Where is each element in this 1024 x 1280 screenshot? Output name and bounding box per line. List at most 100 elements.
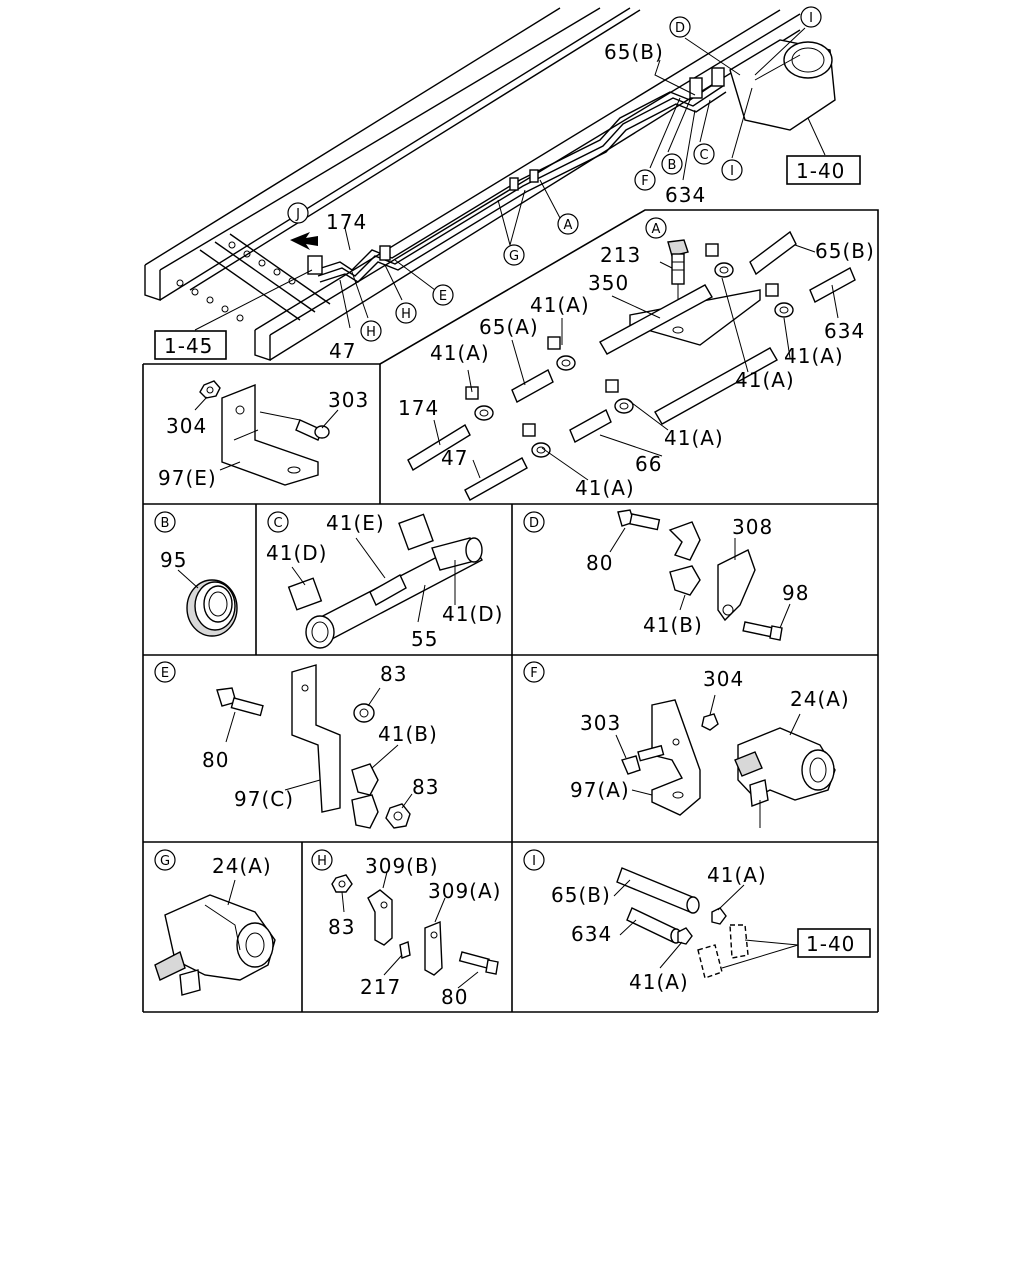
ref-box-1-40: 1-40 — [786, 155, 861, 185]
clamp-41b-drawing — [668, 521, 701, 596]
label-80: 80 — [441, 985, 468, 1009]
bracket-97c-drawing — [291, 664, 341, 813]
label-41b: 41(B) — [643, 613, 703, 637]
callout-E: E — [432, 284, 454, 306]
label-309b: 309(B) — [365, 854, 439, 878]
label-217: 217 — [360, 975, 401, 999]
canister-ports-drawing — [697, 924, 749, 979]
panel-grid — [142, 209, 879, 1013]
detail-panel-F: F 304 24(A) 303 97(A) — [523, 661, 850, 828]
clip-309b-drawing — [367, 889, 393, 946]
callout-H-left: H — [360, 320, 382, 342]
panel-letter-E: E — [154, 661, 176, 683]
detail-panel-H: H 309(B) 309(A) 83 217 80 — [311, 849, 501, 1009]
nut-304-drawing — [701, 713, 719, 731]
label-350: 350 — [588, 271, 629, 295]
svg-text:F: F — [530, 666, 537, 681]
svg-text:H: H — [401, 307, 411, 322]
detail-panel-B: B 95 — [154, 511, 238, 637]
label-174: 174 — [326, 210, 367, 234]
callout-H-right: H — [395, 302, 417, 324]
svg-text:I: I — [809, 11, 813, 26]
detail-panel-E: E 83 41(B) 80 83 97(C) — [154, 661, 438, 829]
label-41d: 41(D) — [266, 541, 327, 565]
label-97e: 97(E) — [158, 466, 217, 490]
svg-text:D: D — [675, 21, 685, 36]
callout-A: A — [557, 213, 579, 235]
detail-panel-bracket-97e: 304 303 97(E) — [158, 380, 368, 490]
callout-C: C — [693, 143, 715, 165]
svg-text:F: F — [641, 174, 648, 189]
callout-B: B — [661, 153, 683, 175]
svg-text:E: E — [439, 289, 447, 304]
pin-217-drawing — [399, 941, 411, 959]
bracket-350-drawing — [629, 289, 761, 346]
callout-G: G — [503, 244, 525, 266]
label-83: 83 — [328, 915, 355, 939]
svg-text:1-45: 1-45 — [164, 334, 213, 358]
svg-text:E: E — [161, 666, 169, 681]
clip-309a-drawing — [424, 920, 443, 976]
svg-text:1-40: 1-40 — [796, 159, 845, 183]
label-66: 66 — [635, 452, 662, 476]
pipe-634-drawing — [626, 907, 682, 944]
panel-letter-I: I — [523, 849, 545, 871]
canister-drawing — [729, 39, 836, 131]
bolt-303-drawing — [621, 744, 665, 775]
detail-panel-D: D 308 80 98 41(B) — [523, 509, 809, 641]
bolt-98-drawing — [742, 621, 783, 641]
label-41a: 41(A) — [629, 970, 689, 994]
svg-text:1-40: 1-40 — [806, 932, 855, 956]
label-41a: 41(A) — [575, 476, 635, 500]
nut-304-drawing — [199, 380, 221, 399]
view-arrow-icon — [290, 232, 318, 250]
label-41b: 41(B) — [378, 722, 438, 746]
svg-text:G: G — [509, 249, 519, 264]
label-41a: 41(A) — [430, 341, 490, 365]
nut-83-drawing — [331, 874, 353, 893]
label-24a: 24(A) — [790, 687, 850, 711]
bracket-97a-drawing — [651, 699, 701, 816]
label-65a: 65(A) — [479, 315, 539, 339]
label-80: 80 — [586, 551, 613, 575]
label-308: 308 — [732, 515, 773, 539]
svg-text:A: A — [652, 222, 661, 237]
ref-box-1-45: 1-45 — [154, 330, 227, 360]
label-41a: 41(A) — [735, 368, 795, 392]
panel-letter-D: D — [523, 511, 545, 533]
clamp-41a-drawings — [465, 243, 794, 458]
svg-text:H: H — [366, 325, 376, 340]
label-65b: 65(B) — [551, 883, 611, 907]
panel-letter-C: C — [267, 511, 289, 533]
svg-text:H: H — [317, 854, 327, 869]
detail-panel-I: I 41(A) 65(B) 634 1-40 41(A) — [523, 849, 871, 994]
label-65b: 65(B) — [815, 239, 875, 263]
label-41a: 41(A) — [784, 344, 844, 368]
svg-text:I: I — [730, 164, 734, 179]
callout-F: F — [634, 169, 656, 191]
detail-panel-G: G 24(A) — [154, 849, 276, 996]
callout-J: J — [287, 202, 309, 224]
overview-leader-lines — [194, 27, 826, 331]
panel-letter-F: F — [523, 661, 545, 683]
bolt-80-drawing — [617, 509, 661, 531]
label-41e: 41(E) — [326, 511, 385, 535]
label-634: 634 — [665, 183, 706, 207]
detail-panel-A: A — [398, 217, 875, 501]
label-304: 304 — [703, 667, 744, 691]
label-213: 213 — [600, 243, 641, 267]
svg-text:D: D — [529, 516, 539, 531]
label-41a: 41(A) — [664, 426, 724, 450]
overview-section: D I B C F I A G J E H H 65(B) 634 174 47… — [144, 6, 861, 363]
detail-A-leader-lines — [433, 244, 839, 481]
label-309a: 309(A) — [428, 879, 501, 903]
bolt-80-drawing — [458, 951, 499, 975]
label-634: 634 — [571, 922, 612, 946]
grommet-95-drawing — [186, 579, 238, 637]
label-304: 304 — [166, 414, 207, 438]
label-65b: 65(B) — [604, 40, 664, 64]
connector-55-drawing — [287, 513, 483, 649]
connector-24a-drawing — [154, 894, 276, 996]
label-98: 98 — [782, 581, 809, 605]
